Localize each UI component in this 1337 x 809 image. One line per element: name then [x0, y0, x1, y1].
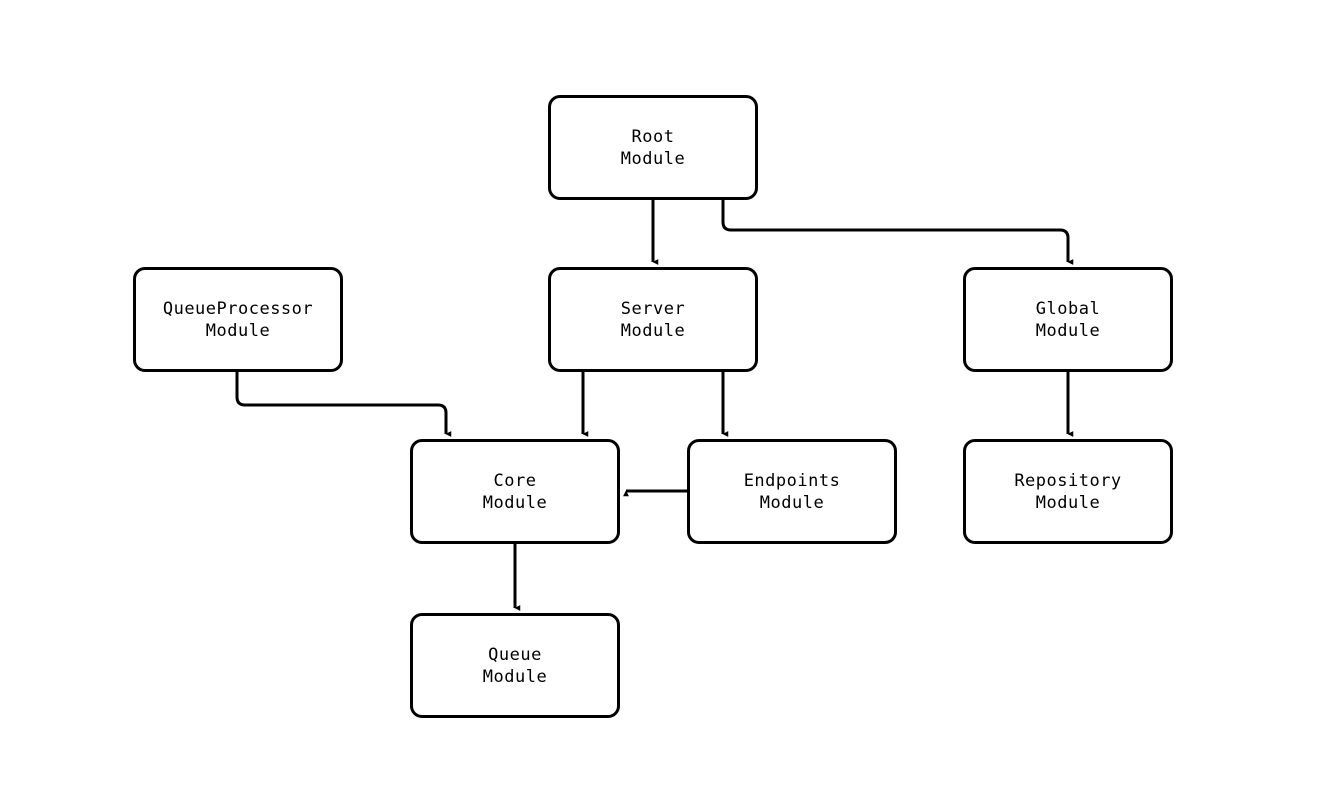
node-label-suffix: Module: [620, 320, 686, 341]
node-label-name: Queue: [488, 644, 542, 665]
node-label-name: Server: [620, 298, 686, 319]
node-label-suffix: Module: [482, 666, 548, 687]
edge-queueprocessor-core: [235, 372, 452, 437]
node-label-suffix: Module: [759, 492, 825, 513]
node-label-suffix: Module: [1035, 492, 1101, 513]
node-label-suffix: Module: [620, 148, 686, 169]
node-label-suffix: Module: [1035, 320, 1101, 341]
edge-root-global: [721, 200, 1074, 265]
node-label-name: QueueProcessor: [162, 298, 314, 319]
node-label-name: Endpoints: [743, 470, 841, 491]
node-label-suffix: Module: [205, 320, 271, 341]
node-label-name: Core: [493, 470, 537, 491]
node-label-name: Repository: [1014, 470, 1122, 491]
edges-group: [235, 200, 1074, 611]
node-label-name: Global: [1035, 298, 1101, 319]
node-label-name: Root: [631, 126, 675, 147]
node-label-suffix: Module: [482, 492, 548, 513]
